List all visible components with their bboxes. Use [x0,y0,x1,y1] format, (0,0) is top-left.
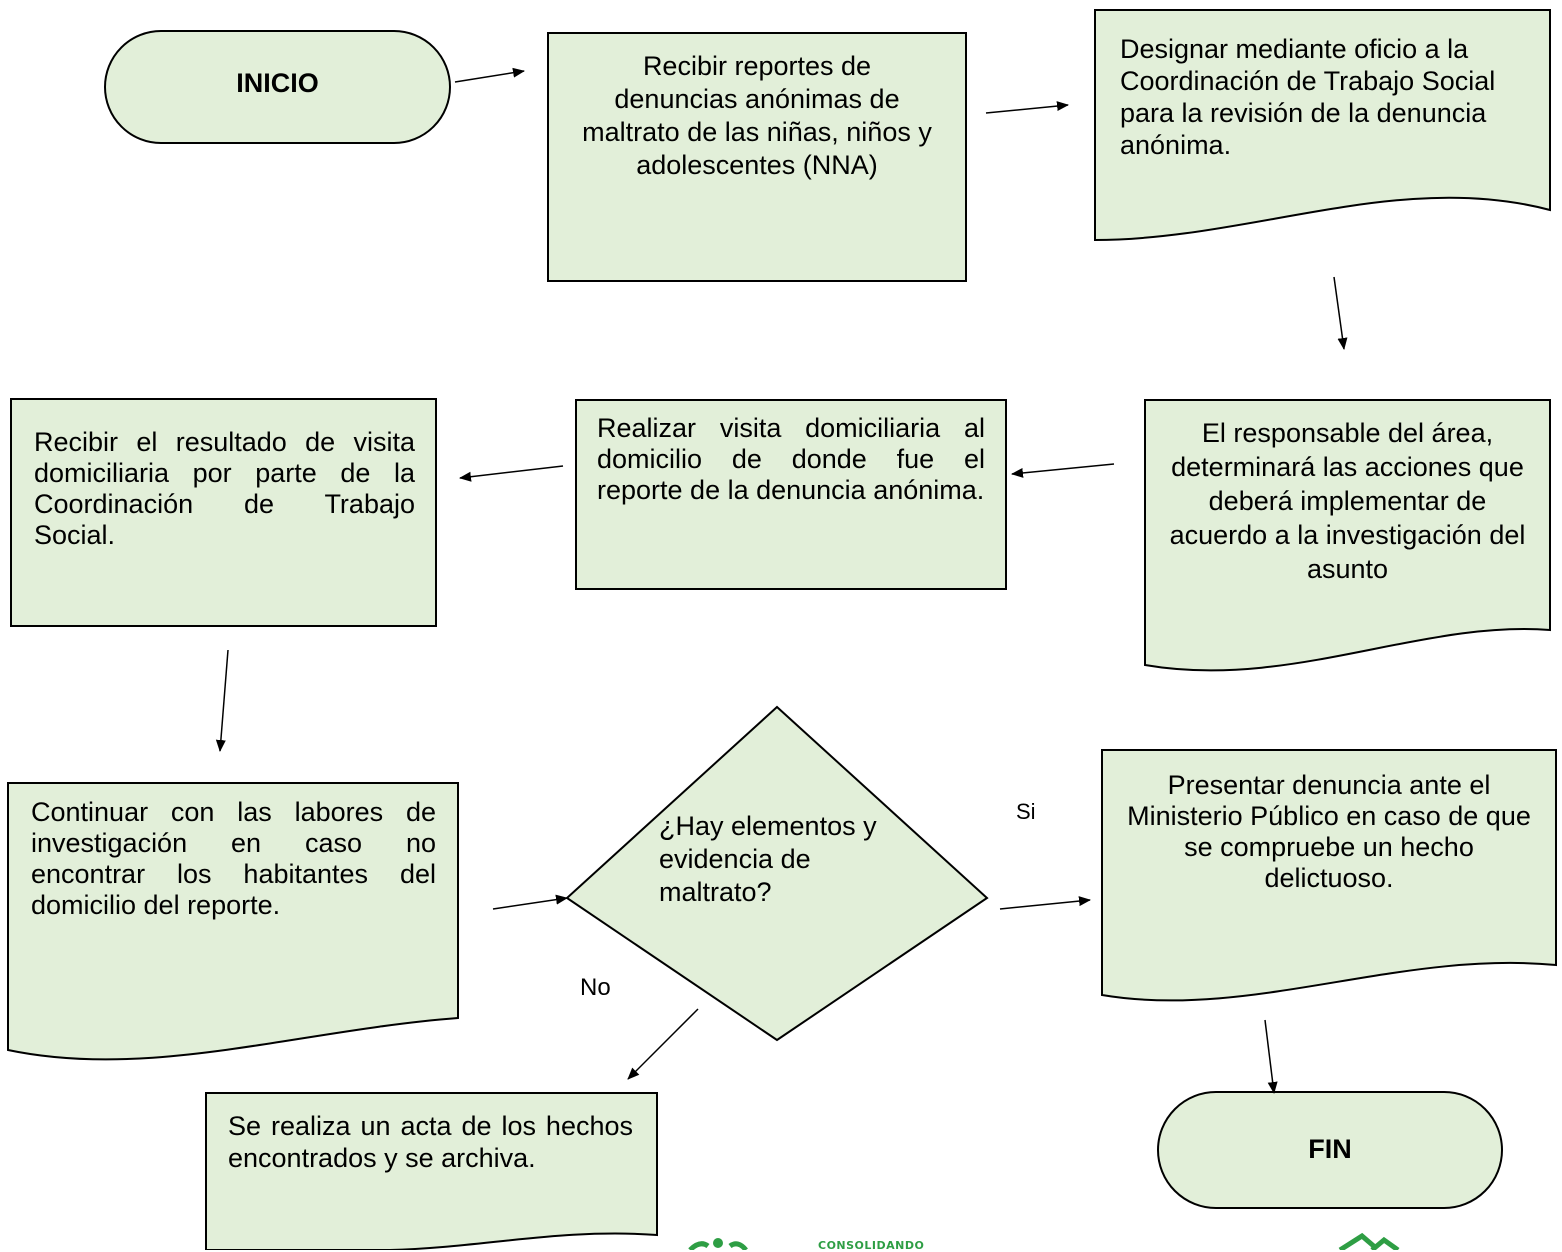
arrow-continuar-to-decision [492,894,568,910]
decision-diamond [565,705,989,1042]
arrow-resultado-to-continuar [215,649,229,752]
arrow-decision-to-presentar [999,896,1091,910]
end-terminator [1157,1091,1503,1209]
document-continuar [7,782,459,1061]
arrow-recibir-to-designar [985,101,1069,114]
start-terminator [104,30,451,144]
recibir-reportes-text: Recibir reportes de denuncias anónimas d… [582,51,932,180]
edge-label-si: Si [1016,799,1036,824]
realizar-visita-text: Realizar visita domiciliaria al domicili… [597,413,985,505]
logo-mark-right [1338,1232,1400,1250]
document-designar [1094,9,1551,242]
document-presentar [1101,749,1557,1002]
recibir-resultado-text: Recibir el resultado de visita domicilia… [34,427,415,550]
logo-mark-left [688,1238,748,1250]
arrow-presentar-to-fin [1264,1019,1278,1094]
arrow-designar-to-responsable [1333,276,1348,350]
decision-text: ¿Hay elementos y evidencia de maltrato? [659,811,877,907]
arrow-inicio-to-recibir [454,67,525,83]
responsable-text: El responsable del área, determinará las… [1169,418,1526,584]
logo-text: CONSOLIDANDO [818,1239,925,1252]
arrow-decision-to-acta [627,1008,699,1080]
document-responsable [1144,399,1551,672]
presentar-text: Presentar denuncia ante el Ministerio Pú… [1127,770,1531,893]
end-label: FIN [1308,1134,1352,1164]
designar-text: Designar mediante oficio a la Coordinaci… [1120,34,1496,160]
edge-label-no: No [580,974,611,1001]
process-realizar-visita [575,399,1007,590]
start-label: INICIO [236,68,319,98]
arrow-visita-to-resultado [459,465,564,482]
continuar-text: Continuar con las labores de investigaci… [31,797,436,920]
acta-text: Se realiza un acta de los hechos encontr… [228,1111,633,1173]
process-recibir-reportes [547,32,967,282]
process-recibir-resultado [10,398,437,627]
arrow-responsable-to-visita [1011,463,1115,478]
